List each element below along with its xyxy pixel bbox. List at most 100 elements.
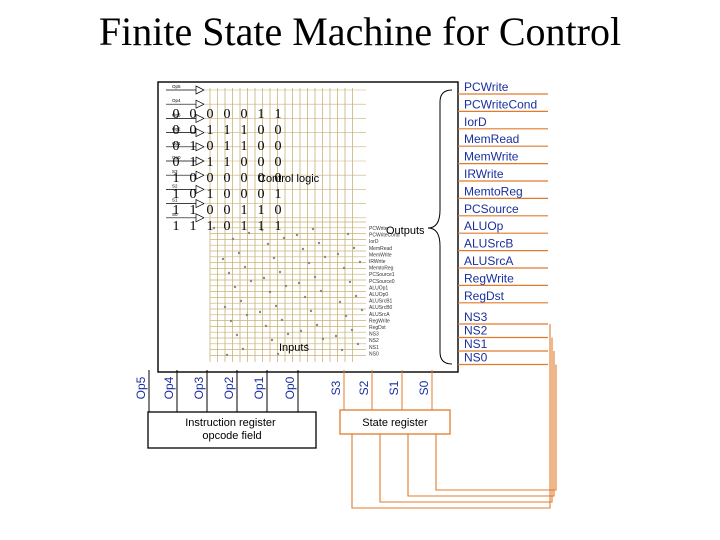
small-output-label: MemtoReg	[369, 266, 394, 272]
pla-row-label: S2	[172, 183, 178, 188]
overlay-digit: 1	[173, 203, 180, 218]
overlay-digit: 0	[241, 171, 248, 186]
pla-connection-dot	[323, 255, 327, 259]
overlay-digit: 1	[224, 123, 231, 138]
pla-connection-dot	[237, 251, 241, 255]
overlay-digit: 1	[173, 171, 180, 186]
input-label: Op4	[162, 376, 176, 399]
overlay-digit: 0	[207, 203, 214, 218]
next-state-label: NS1	[464, 337, 488, 351]
input-label: Op1	[252, 376, 266, 399]
feedback-wire	[435, 364, 557, 491]
pla-connection-dot	[247, 231, 251, 235]
buffer-icon	[195, 199, 205, 209]
overlay-digit: 0	[224, 107, 231, 122]
pla-connection-dot	[356, 342, 360, 346]
instruction-register-line1: Instruction register	[185, 417, 276, 429]
overlay-digit: 0	[258, 171, 265, 186]
input-label: S1	[387, 380, 401, 395]
pla-row-label: Op1	[172, 141, 181, 146]
overlay-digit: 0	[241, 155, 248, 170]
overlay-digit: 0	[173, 107, 180, 122]
pla-connection-dot	[276, 352, 280, 356]
control-logic-box	[157, 81, 459, 373]
instruction-register-line2: opcode field	[202, 430, 261, 442]
buffer-icon	[195, 213, 205, 223]
overlay-digit: 0	[173, 123, 180, 138]
input-label: Op3	[192, 376, 206, 399]
pla-row-label: Op4	[172, 98, 181, 103]
buffer-icon	[195, 113, 205, 123]
overlay-digit: 1	[275, 187, 282, 202]
pla-connection-dot	[297, 281, 301, 285]
overlay-digit: 0	[275, 171, 282, 186]
small-output-labels: PCWritePCWriteCondIorDMemReadMemWriteIRW…	[369, 226, 400, 357]
overlay-digit: 0	[224, 171, 231, 186]
pla-connection-dot	[352, 246, 356, 250]
pla-connection-dot	[334, 334, 338, 338]
overlay-digit: 1	[241, 203, 248, 218]
input-label: S0	[417, 380, 431, 395]
pla-connection-dot	[344, 314, 348, 318]
overlay-digit: 0	[241, 107, 248, 122]
overlay-digit: 0	[258, 187, 265, 202]
pla-connection-dot	[336, 252, 340, 256]
small-output-label: ALUSrcA	[369, 312, 390, 318]
overlay-digit: 1	[190, 155, 197, 170]
small-output-label: RegDst	[369, 325, 386, 331]
pla-row-label: Op5	[172, 84, 181, 89]
small-output-label: PCWriteCond	[369, 233, 400, 239]
pla-connection-dot	[286, 332, 290, 336]
pla-connection-dot	[282, 236, 286, 240]
input-label: S3	[329, 380, 343, 395]
pla-connection-dot	[284, 284, 288, 288]
overlay-digit: 0	[173, 155, 180, 170]
pla-connection-dot	[243, 265, 247, 269]
overlay-digit: 1	[275, 219, 282, 234]
feedback-wire	[351, 324, 551, 509]
small-output-label: NS2	[369, 338, 379, 344]
outputs-label: Outputs	[386, 225, 425, 237]
small-output-label: NS0	[369, 351, 379, 357]
control-output-label: IorD	[464, 115, 487, 129]
pla-connection-dot	[313, 275, 317, 279]
pla-row-label: S0	[172, 212, 178, 217]
buffer-icon	[195, 142, 205, 152]
pla-connection-dot	[262, 276, 266, 280]
control-output-label: IRWrite	[464, 167, 504, 181]
state-register-label: State register	[362, 417, 428, 429]
control-output-label: PCWrite	[464, 80, 509, 94]
pla-connection-dot	[223, 305, 227, 309]
input-label: S2	[357, 380, 371, 395]
control-output-label: PCSource	[464, 202, 519, 216]
overlay-digit: 1	[207, 123, 214, 138]
overlay-digit: 1	[258, 203, 265, 218]
pla-connection-dot	[258, 310, 262, 314]
overlay-digit: 1	[190, 139, 197, 154]
pla-connection-dot	[280, 318, 284, 322]
pla-connection-dot	[268, 290, 272, 294]
overlay-digit: 0	[275, 139, 282, 154]
pla-connection-dot	[233, 285, 237, 289]
pla-connection-dot	[317, 241, 321, 245]
pla-connection-dot	[321, 337, 325, 341]
small-output-label: MemRead	[369, 246, 392, 252]
pla-row-label: Op0	[172, 155, 181, 160]
overlay-digit: 0	[207, 139, 214, 154]
overlay-digit: 0	[190, 171, 197, 186]
overlay-digit: 0	[275, 155, 282, 170]
pla-connection-dot	[307, 261, 311, 265]
pla-connection-dot	[221, 257, 225, 261]
outputs-bracket	[427, 89, 453, 365]
pla-row-label: S3	[172, 169, 178, 174]
overlay-digit: 1	[173, 219, 180, 234]
next-state-label: NS2	[464, 324, 488, 338]
control-output-label: MemWrite	[464, 150, 519, 164]
input-label: Op2	[222, 376, 236, 399]
small-output-label: PCSource0	[369, 279, 395, 285]
overlay-digit: 0	[258, 139, 265, 154]
